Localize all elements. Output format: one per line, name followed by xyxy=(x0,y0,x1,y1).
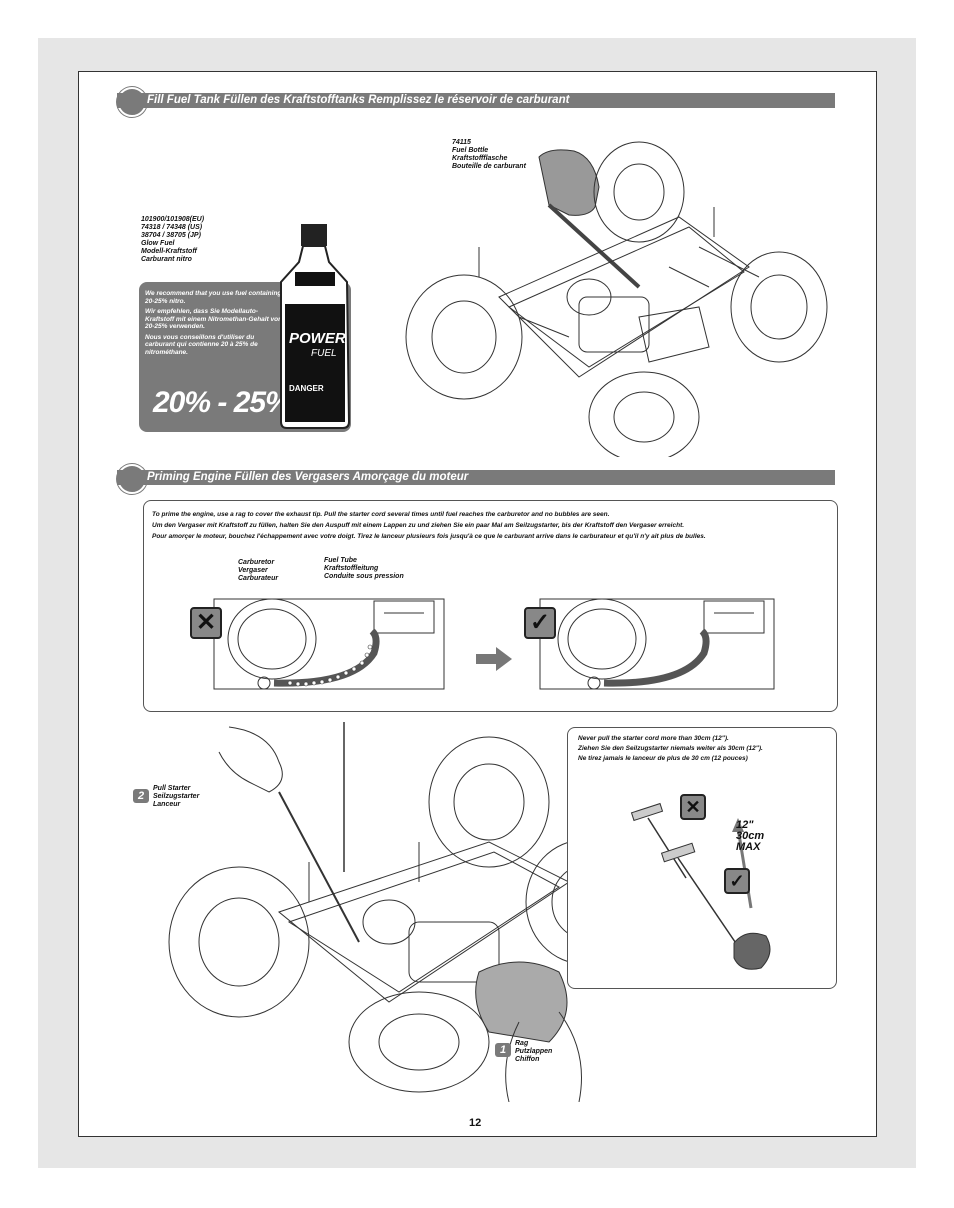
jug-warning-label: DANGER xyxy=(289,384,324,393)
warning-fr: Ne tirez jamais le lanceur de plus de 30… xyxy=(578,755,748,762)
fuel-tube-label: Fuel Tube Kraftstoffleitung Conduite sou… xyxy=(324,557,404,580)
too-far-mark-icon: ✕ xyxy=(680,794,706,820)
fuel-parts-list: 101900/101908(EU) 74318 / 74348 (US) 387… xyxy=(141,216,205,263)
rag-badge: 1 xyxy=(495,1043,511,1057)
arrow-right-icon xyxy=(476,647,512,671)
carburetor-label: Carburetor Vergaser Carburateur xyxy=(238,559,279,582)
instruction-de: Um den Vergaser mit Kraftstoff zu füllen… xyxy=(152,522,685,529)
page-number: 12 xyxy=(469,1117,482,1129)
rag-label: Rag Putzlappen Chiffon xyxy=(515,1040,553,1063)
pull-starter-badge: 2 xyxy=(133,789,149,803)
correct-mark-icon: ✓ xyxy=(524,607,556,639)
power-fuel-jug xyxy=(280,224,351,429)
max-distance-label: 12" 30cm MAX xyxy=(736,819,765,853)
nitro-percent: 20% - 25% xyxy=(153,386,292,419)
warning-en: Never pull the starter cord more than 30… xyxy=(578,735,729,742)
engine-bubbles-illustration xyxy=(213,598,445,690)
engine-primed-illustration xyxy=(539,598,775,690)
warning-de: Ziehen Sie den Seilzugstarter niemals we… xyxy=(578,745,763,752)
pull-starter-label: Pull Starter Seilzugstarter Lanceur xyxy=(153,785,200,808)
jug-sub-label: FUEL xyxy=(311,348,337,359)
max-ok-mark-icon: ✓ xyxy=(724,868,750,894)
wrong-mark-icon: ✕ xyxy=(190,607,222,639)
recommend-en: We recommend that you use fuel containin… xyxy=(145,290,282,305)
priming-instructions-box: To prime the engine, use a rag to cover … xyxy=(143,500,838,712)
instruction-en: To prime the engine, use a rag to cover … xyxy=(152,511,610,518)
truck-fuel-illustration xyxy=(405,141,828,457)
jug-brand-label: POWER xyxy=(289,330,346,347)
recommend-fr: Nous vous conseillons d'utiliser du carb… xyxy=(145,333,258,356)
recommend-de: Wir empfehlen, dass Sie Modellauto-Kraft… xyxy=(145,308,283,330)
starter-handle-illustration xyxy=(630,802,771,970)
step7-title: Fill Fuel Tank Füllen des Kraftstofftank… xyxy=(117,93,835,108)
fuel-bottle-callout: 74115 Fuel Bottle Kraftstoffflasche Bout… xyxy=(452,139,526,170)
starter-warning-box: Never pull the starter cord more than 30… xyxy=(567,727,837,989)
step8-title: Priming Engine Füllen des Vergasers Amor… xyxy=(117,470,835,485)
manual-page: 7 Fill Fuel Tank Füllen des Kraftstoffta… xyxy=(78,71,877,1137)
instruction-fr: Pour amorçer le moteur, bouchez l'échapp… xyxy=(152,533,706,540)
